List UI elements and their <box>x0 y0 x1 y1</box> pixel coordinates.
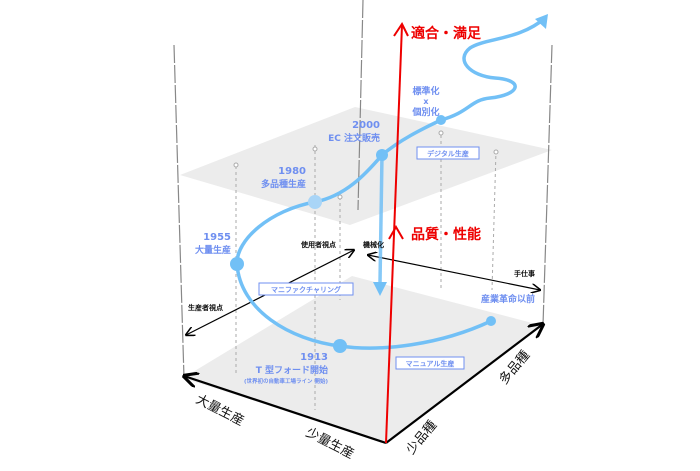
axis-value-red <box>385 24 403 444</box>
milestone-dot-future[interactable] <box>436 115 446 125</box>
box-edge-right <box>542 44 553 326</box>
drop-line-caps <box>233 130 499 200</box>
milestone-dot-1980[interactable] <box>308 195 322 209</box>
milestone-dot-1955[interactable] <box>230 257 244 271</box>
upper-plane <box>180 107 552 225</box>
milestone-2000-year: 2000 <box>352 120 380 131</box>
milestone-1980-label: 多品種生産 <box>261 178 306 190</box>
milestone-1980-year: 1980 <box>278 166 306 177</box>
red-arrowhead-mid <box>388 225 404 240</box>
floor-plane <box>183 276 540 443</box>
milestone-2000-label: EC 注文販売 <box>328 132 380 144</box>
svg-text:デジタル生産: デジタル生産 <box>427 149 469 158</box>
axis-volume <box>184 376 387 445</box>
milestone-1913-year: 1913 <box>300 352 328 363</box>
label-fit-satisfaction: 適合・満足 <box>411 25 482 42</box>
label-handwork: 手仕事 <box>514 269 535 278</box>
milestone-1955-label: 大量生産 <box>195 244 231 256</box>
red-arrowhead-top <box>393 22 409 37</box>
label-producer-viewpoint: 生産者視点 <box>188 303 223 312</box>
milestone-dot-1913[interactable] <box>333 339 347 353</box>
milestone-1955-year: 1955 <box>203 232 231 243</box>
curve-end-arrowhead <box>535 14 548 29</box>
milestone-dot-2000[interactable] <box>376 149 388 161</box>
milestone-future-line3: 個別化 <box>411 106 439 118</box>
milestone-pre-industrial-label: 産業革命以前 <box>481 293 535 305</box>
box-edge-back <box>357 0 364 211</box>
label-quality-performance: 品質・性能 <box>411 226 481 243</box>
plane-label-manufacturing: マニファクチャリング <box>258 282 354 296</box>
svg-text:マニファクチャリング: マニファクチャリング <box>271 285 341 294</box>
ec-drop-arrowhead <box>373 282 387 296</box>
label-mechanization: 機械化 <box>363 240 384 249</box>
label-mass-production: 大量生産 <box>193 391 247 429</box>
plane-label-digital: デジタル生産 <box>416 146 480 160</box>
milestone-1913-note: (世界初の自動車工場ライン 開始) <box>244 377 328 385</box>
plane-label-manual: マニュアル生産 <box>395 356 465 370</box>
milestone-future-line1: 標準化 <box>412 85 439 97</box>
label-user-viewpoint: 使用者視点 <box>300 240 336 249</box>
svg-text:マニュアル生産: マニュアル生産 <box>406 359 455 368</box>
box-edge-left <box>173 44 185 379</box>
milestone-future-line2: x <box>423 97 429 106</box>
axis-mechanization <box>368 255 540 290</box>
milestone-dot-pre-industrial[interactable] <box>486 316 496 326</box>
ec-drop-arrow <box>378 154 384 284</box>
axis-variety <box>385 324 543 444</box>
milestone-1913-label: T 型フォード開始 <box>256 364 328 376</box>
